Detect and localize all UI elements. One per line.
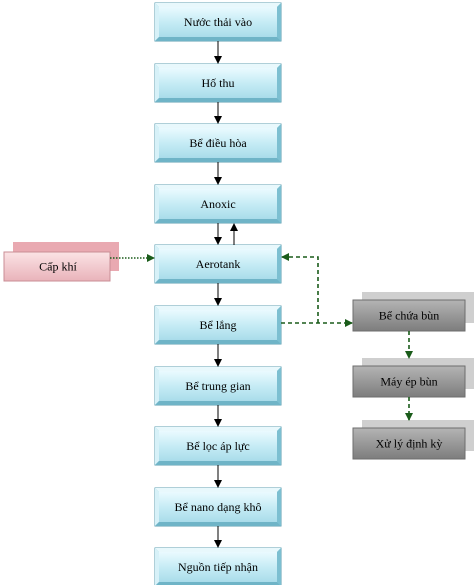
process-label-be-loc-ap-luc: Bể lọc áp lực [186, 439, 249, 453]
process-box-be-lang: Bể lắng [154, 305, 282, 345]
process-box-ho-thu: Hố thu [154, 63, 282, 103]
sludge-box-xu-ly-dinh-ky: Xử lý định kỳ [352, 420, 474, 460]
process-label-be-trung-gian: Bể trung gian [185, 379, 250, 393]
sludge-box-be-chua-bun: Bể chứa bùn [352, 292, 474, 332]
process-label-be-dieu-hoa: Bể điều hòa [189, 136, 247, 150]
process-boxes: Nước thải vào Hố thu Bể điều hòaAnoxicAero… [154, 2, 282, 585]
process-box-nguon-tiep-nhan: Nguồn tiếp nhận [154, 547, 282, 585]
process-box-nuoc-thai-vao: Nước thải vào [154, 2, 282, 42]
air-supply-label: Cấp khí [39, 260, 77, 274]
process-box-be-loc-ap-luc: Bể lọc áp lực [154, 426, 282, 466]
process-label-anoxic: Anoxic [200, 197, 235, 211]
process-label-aerotank: Aerotank [196, 257, 241, 271]
process-box-be-nano-dang-kho: Bể nano dạng khô [154, 487, 282, 527]
process-label-nguon-tiep-nhan: Nguồn tiếp nhận [178, 560, 258, 574]
sludge-label-be-chua-bun: Bể chứa bùn [379, 309, 440, 323]
air-supply-box: Cấp khí [3, 242, 119, 282]
process-label-be-lang: Bể lắng [200, 318, 237, 332]
process-label-nuoc-thai-vao: Nước thải vào [184, 15, 252, 29]
process-box-be-dieu-hoa: Bể điều hòa [154, 123, 282, 163]
sludge-label-xu-ly-dinh-ky: Xử lý định kỳ [376, 437, 443, 451]
process-box-aerotank: Aerotank [154, 244, 282, 284]
process-box-be-trung-gian: Bể trung gian [154, 366, 282, 406]
arrow-sludge-return-to-aerotank [281, 253, 319, 323]
process-label-be-nano-dang-kho: Bể nano dạng khô [175, 500, 262, 514]
connectors [110, 41, 413, 548]
sludge-label-may-ep-bun: Máy ép bùn [380, 375, 437, 389]
process-box-anoxic: Anoxic [154, 184, 282, 224]
process-label-ho-thu: Hố thu [202, 76, 235, 90]
sludge-box-may-ep-bun: Máy ép bùn [352, 358, 474, 398]
